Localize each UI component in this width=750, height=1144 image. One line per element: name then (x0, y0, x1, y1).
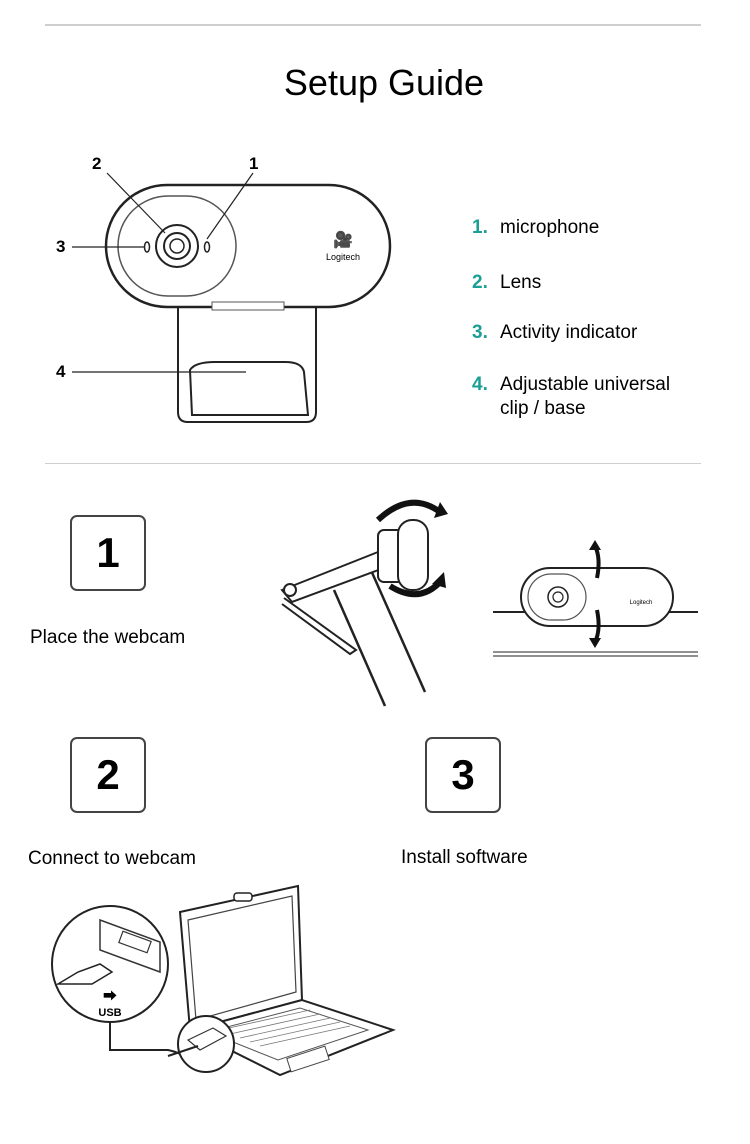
top-divider (45, 24, 701, 26)
step-2-number: 2 (70, 737, 146, 813)
legend-item-microphone: 1. microphone (472, 216, 599, 240)
middle-divider (45, 463, 701, 464)
legend-label: Adjustable universal clip / base (500, 374, 671, 419)
legend-number: 3. (472, 322, 488, 343)
legend-label: Lens (500, 272, 542, 293)
callout-2: 2 (92, 154, 102, 173)
legend-item-clip-base: 4. Adjustable universal clip / base (472, 373, 690, 421)
laptop-usb-illustration: ⮕ USB (51, 884, 396, 1077)
callout-3: 3 (56, 237, 66, 256)
legend-item-lens: 2. Lens (472, 271, 541, 295)
svg-text:🎥: 🎥 (333, 230, 353, 249)
step-2-label: Connect to webcam (28, 848, 196, 869)
legend-number: 1. (472, 217, 488, 238)
usb-label: USB (98, 1007, 121, 1019)
legend-label: microphone (500, 217, 600, 238)
page-title: Setup Guide (283, 62, 485, 103)
webcam-diagram: 🎥 Logitech (72, 172, 392, 423)
step-3-number: 3 (425, 737, 501, 813)
legend-label: Activity indicator (500, 322, 638, 343)
step-3-label: Install software (401, 847, 528, 868)
step-1-label: Place the webcam (30, 627, 186, 648)
legend-number: 2. (472, 272, 488, 293)
logitech-logo-text: Logitech (326, 252, 360, 262)
logitech-small-logo-text: Logitech (630, 600, 653, 606)
callout-4: 4 (56, 362, 66, 381)
callout-1: 1 (249, 154, 259, 173)
usb-symbol-icon: ⮕ (103, 989, 117, 1005)
step-1-number: 1 (70, 515, 146, 591)
legend-item-activity-indicator: 3. Activity indicator (472, 321, 637, 345)
clip-on-monitor-illustration (280, 499, 448, 707)
legend-number: 4. (472, 374, 488, 395)
tilt-webcam-illustration: Logitech (493, 540, 698, 657)
